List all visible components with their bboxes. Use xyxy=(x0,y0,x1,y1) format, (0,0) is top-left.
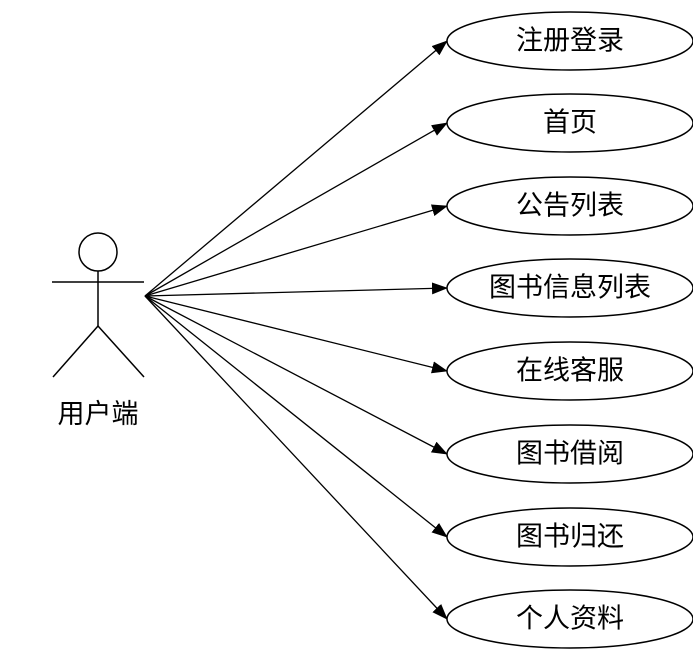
use-case-6: 图书借阅 xyxy=(446,424,693,484)
use-case-label: 图书归还 xyxy=(516,522,624,553)
use-case-ellipse xyxy=(446,507,693,567)
use-case-7: 图书归还 xyxy=(446,507,693,567)
use-case-3: 公告列表 xyxy=(446,176,693,236)
use-case-ellipse xyxy=(446,589,693,649)
use-case-2: 首页 xyxy=(446,93,693,153)
use-case-label: 首页 xyxy=(543,108,597,139)
use-case-ellipse xyxy=(446,93,693,153)
association-arrows xyxy=(144,40,448,620)
use-case-label: 注册登录 xyxy=(516,26,624,57)
use-case-ellipse xyxy=(446,11,693,71)
association-arrow-7 xyxy=(144,295,448,538)
use-case-label: 公告列表 xyxy=(516,191,624,222)
association-arrow-1 xyxy=(144,40,448,297)
actor-label: 用户端 xyxy=(57,399,139,430)
association-arrow-6 xyxy=(144,295,448,455)
use-case-ellipse xyxy=(446,176,693,236)
actor-right-leg xyxy=(97,325,145,378)
use-case-label: 图书借阅 xyxy=(516,439,624,470)
association-arrow-8 xyxy=(144,295,448,620)
use-case-8: 个人资料 xyxy=(446,589,693,649)
use-case-ellipse xyxy=(446,258,693,318)
actor-left-leg xyxy=(52,325,99,378)
use-case-label: 图书信息列表 xyxy=(489,273,651,304)
use-case-label: 个人资料 xyxy=(516,604,624,635)
use-case-label: 在线客服 xyxy=(516,356,624,387)
association-arrow-4 xyxy=(144,282,448,297)
use-case-5: 在线客服 xyxy=(446,341,693,401)
actor-figure xyxy=(52,232,145,378)
use-case-4: 图书信息列表 xyxy=(446,258,693,318)
association-arrow-5 xyxy=(144,295,448,374)
actor-head xyxy=(78,232,118,272)
use-case-ellipse xyxy=(446,341,693,401)
association-arrow-3 xyxy=(144,204,448,297)
use-case-ellipse xyxy=(446,424,693,484)
use-case-1: 注册登录 xyxy=(446,11,693,71)
association-arrow-2 xyxy=(144,122,448,297)
